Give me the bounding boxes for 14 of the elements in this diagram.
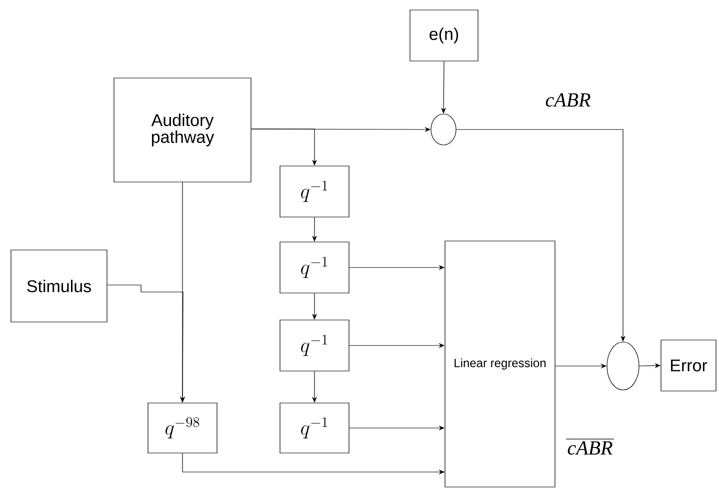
delay-box: $q^{-1}$ [280,242,350,294]
process-box: Linear regression [444,240,556,488]
summing-junction [430,114,456,146]
delay-box: $q^{-1}$ [280,402,350,454]
delay-box: $q^{-1}$ [280,320,350,372]
edge-label: cABR [566,438,614,456]
process-box: Error [660,340,716,392]
process-box: e(n) [410,10,478,62]
process-box: Stimulus [10,250,108,322]
delay-box: $q^{-1}$ [280,166,350,218]
delay-box: $q^{-98}$ [148,402,218,454]
process-box: Auditory pathway [114,78,252,182]
summing-junction [606,342,640,390]
edge-label: cABR [544,92,592,108]
